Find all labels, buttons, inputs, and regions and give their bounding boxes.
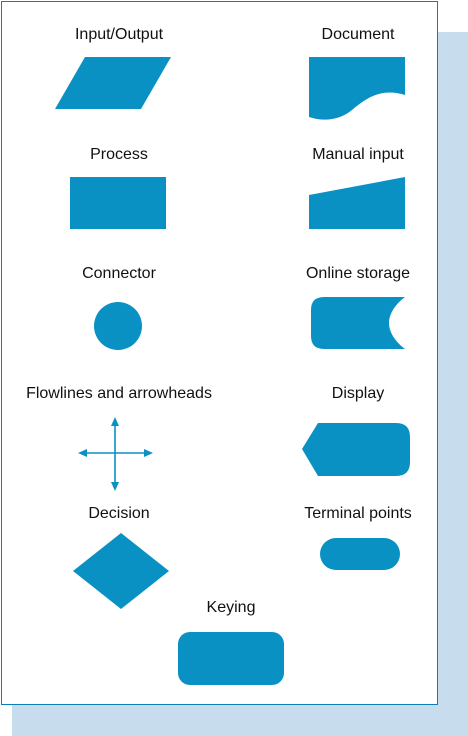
terminal-points-symbol xyxy=(320,538,400,570)
manual-input-symbol xyxy=(309,177,405,229)
keying-label: Keying xyxy=(206,599,256,616)
display-symbol xyxy=(302,423,410,476)
connector-symbol xyxy=(94,302,142,350)
process-label: Process xyxy=(90,146,148,163)
decision-symbol xyxy=(73,533,169,609)
online-storage-label: Online storage xyxy=(305,265,411,282)
keying-symbol xyxy=(178,632,284,685)
input-output-symbol xyxy=(55,57,171,109)
symbols-card: Input/Output Document Process Manual inp… xyxy=(1,1,438,705)
flowlines-label: Flowlines and arrowheads xyxy=(26,385,212,402)
document-symbol xyxy=(309,57,405,120)
connector-label: Connector xyxy=(82,265,156,282)
manual-input-label: Manual input xyxy=(312,146,404,163)
process-symbol xyxy=(70,177,166,229)
document-label: Document xyxy=(321,26,395,43)
flowlines-arrowheads-symbol xyxy=(78,417,153,491)
display-label: Display xyxy=(331,385,385,402)
input-output-label: Input/Output xyxy=(74,26,164,43)
terminal-points-label: Terminal points xyxy=(304,505,412,522)
online-storage-symbol xyxy=(311,297,405,349)
decision-label: Decision xyxy=(88,505,150,522)
